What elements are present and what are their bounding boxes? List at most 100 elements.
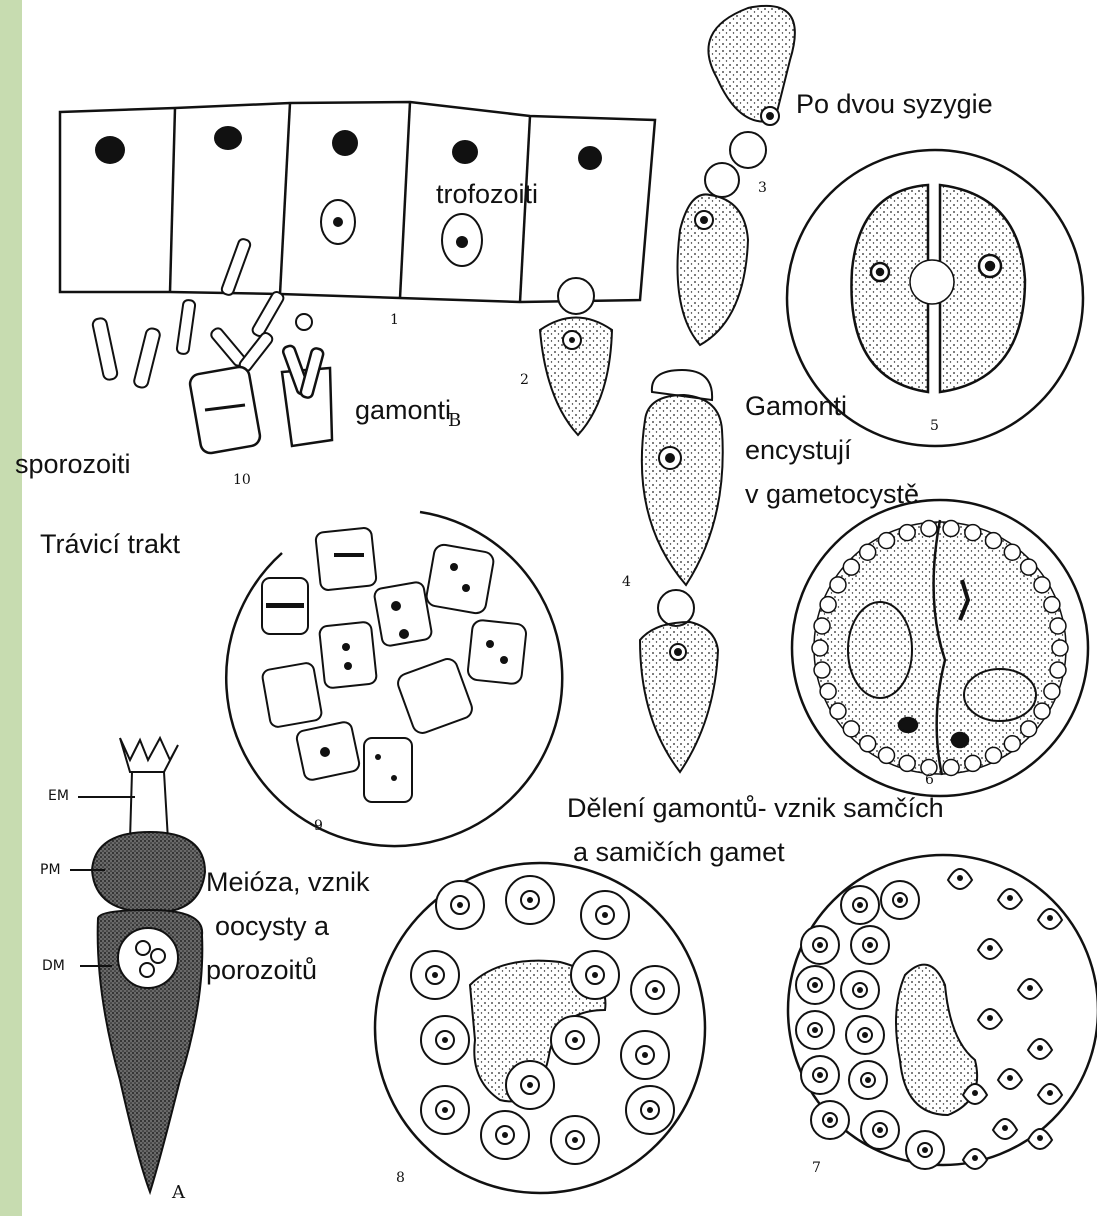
label-gamonti-encystuji-3: v gametocystě xyxy=(745,478,919,510)
gamete-nucleus xyxy=(1050,618,1066,634)
gamete-nucleus xyxy=(812,640,828,656)
syzygy-chain-3 xyxy=(678,6,795,345)
gamete-cell xyxy=(621,1031,669,1079)
gametocyst-7 xyxy=(788,855,1097,1169)
figure-number-3: 3 xyxy=(758,180,767,196)
gamete-nucleus xyxy=(965,755,981,771)
gamete-nucleus xyxy=(1021,721,1037,737)
gamete-nucleus xyxy=(843,721,859,737)
gamete-nucleus xyxy=(943,521,959,537)
gamete-nucleus xyxy=(820,683,836,699)
zygote-cell xyxy=(846,1016,884,1054)
gamete-nucleus xyxy=(879,747,895,763)
gamete-nucleus xyxy=(1050,662,1066,678)
gamete-cell xyxy=(506,1061,554,1109)
gamete-nucleus xyxy=(1052,640,1068,656)
epithelium-cells xyxy=(60,102,655,302)
zygote-cell xyxy=(801,926,839,964)
gamete-nucleus xyxy=(1004,544,1020,560)
gamete-cell xyxy=(581,891,629,939)
label-deleni-gamontu-2: a samičích gamet xyxy=(573,836,785,868)
gamete-nucleus xyxy=(1044,597,1060,613)
gamete-cell xyxy=(551,1116,599,1164)
gamete-nucleus xyxy=(985,747,1001,763)
zygote-cell xyxy=(811,1101,849,1139)
gamete-nucleus xyxy=(860,736,876,752)
gamete-nucleus xyxy=(860,544,876,560)
figure-number-1: 1 xyxy=(390,312,399,328)
label-gamonti: gamonti xyxy=(355,394,451,426)
zygote-cell xyxy=(861,1111,899,1149)
figure-number-2: 2 xyxy=(520,372,529,388)
gamete-nucleus xyxy=(814,618,830,634)
figure-number-8: 8 xyxy=(396,1170,405,1186)
gamont-pair-4 xyxy=(640,370,723,772)
gamete-cell xyxy=(631,966,679,1014)
gamete-nucleus xyxy=(830,703,846,719)
spore-pair xyxy=(189,344,332,454)
gamete-nucleus xyxy=(943,759,959,775)
gregarine-body xyxy=(70,738,205,1192)
figure-letter-a: A xyxy=(172,1182,185,1203)
dm-label: DM xyxy=(42,958,65,974)
gametocyst-6 xyxy=(792,500,1088,796)
gamete-cell xyxy=(506,876,554,924)
gamete-nucleus xyxy=(1021,559,1037,575)
gamete-nucleus xyxy=(1004,736,1020,752)
gamete-cell xyxy=(626,1086,674,1134)
gamete-cell xyxy=(571,951,619,999)
gamete-nucleus xyxy=(899,525,915,541)
gamete-cell xyxy=(436,881,484,929)
gamete-nucleus xyxy=(830,577,846,593)
zygote-cell xyxy=(849,1061,887,1099)
figure-number-7: 7 xyxy=(812,1160,821,1176)
label-meioza-3: porozoitů xyxy=(206,954,317,986)
figure-number-4: 4 xyxy=(622,574,631,590)
label-gamonti-encystuji-2: encystují xyxy=(745,434,852,466)
gamete-nucleus xyxy=(899,755,915,771)
zygote-cell xyxy=(841,971,879,1009)
figure-number-10: 10 xyxy=(233,472,251,488)
gamete-cell xyxy=(551,1016,599,1064)
figure-number-6: 6 xyxy=(925,772,934,788)
gamete-nucleus xyxy=(814,662,830,678)
zygote-cell xyxy=(801,1056,839,1094)
epithelium-nuclei xyxy=(95,126,602,170)
zygote-cell xyxy=(796,966,834,1004)
gamete-cell xyxy=(421,1086,469,1134)
label-meioza-2: oocysty a xyxy=(215,910,329,942)
gametocyst-8 xyxy=(375,863,705,1193)
label-meioza-1: Meióza, vznik xyxy=(206,866,370,898)
gamete-nucleus xyxy=(1034,703,1050,719)
oocyst-cyst-9 xyxy=(226,512,562,846)
zygote-cell xyxy=(851,926,889,964)
gamete-nucleus xyxy=(843,559,859,575)
label-sporozoiti: sporozoiti xyxy=(15,448,131,480)
label-po-dvou-syzygie: Po dvou syzygie xyxy=(796,88,993,120)
gamete-cell xyxy=(421,1016,469,1064)
zygote-cell xyxy=(906,1131,944,1169)
zygote-cell xyxy=(881,881,919,919)
zygote-cell xyxy=(841,886,879,924)
label-travici-trakt: Trávicí trakt xyxy=(40,528,180,560)
em-label: EM xyxy=(48,788,69,804)
gamete-nucleus xyxy=(985,533,1001,549)
gamete-nucleus xyxy=(921,521,937,537)
sporozoite-rods xyxy=(92,238,312,389)
label-trofozoiti: trofozoiti xyxy=(436,178,538,210)
gamete-cell xyxy=(481,1111,529,1159)
zygote-cell xyxy=(796,1011,834,1049)
pm-label: PM xyxy=(40,862,61,878)
figure-number-9: 9 xyxy=(314,818,323,834)
gamete-nucleus xyxy=(965,525,981,541)
label-gamonti-encystuji-1: Gamonti xyxy=(745,390,847,422)
figure-number-5: 5 xyxy=(930,418,939,434)
gamete-nucleus xyxy=(879,533,895,549)
gamete-nucleus xyxy=(1034,577,1050,593)
label-deleni-gamontu-1: Dělení gamontů- vznik samčích xyxy=(567,792,944,824)
gamete-nucleus xyxy=(820,597,836,613)
gamete-cell xyxy=(411,951,459,999)
gamete-nucleus xyxy=(1044,683,1060,699)
